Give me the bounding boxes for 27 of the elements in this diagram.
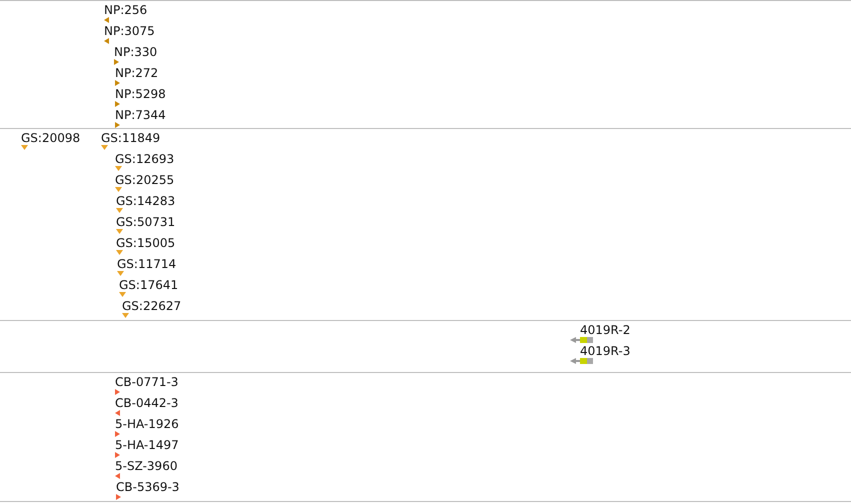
feature-label: 5-SZ-3960: [115, 459, 178, 473]
feature-label: GS:12693: [115, 152, 174, 166]
track-panel: [0, 372, 851, 502]
feature-label: NP:7344: [115, 108, 166, 122]
feature-label: GS:11714: [117, 257, 176, 271]
feature-label: CB-0442-3: [115, 396, 178, 410]
feature-label: GS:17641: [119, 278, 178, 292]
feature-label: GS:14283: [116, 194, 176, 208]
feature-label: CB-5369-3: [116, 480, 180, 494]
feature-label: NP:256: [104, 3, 148, 17]
feature-label: GS:22627: [122, 299, 182, 313]
feature-label: GS:15005: [116, 236, 176, 250]
feature-label: GS:20098: [21, 131, 80, 145]
track-panel: [0, 320, 851, 366]
feature-label: NP:330: [114, 45, 158, 59]
feature-label: NP:272: [115, 66, 158, 80]
feature-label: GS:20255: [115, 173, 174, 187]
track-panel: [0, 0, 851, 129]
feature-label: 5-HA-1497: [115, 438, 179, 452]
feature-label: CB-0771-3: [115, 375, 178, 389]
feature-label: GS:50731: [116, 215, 176, 229]
feature-label: GS:11849: [101, 131, 160, 145]
feature-label: 4019R-3: [580, 344, 630, 358]
feature-label: NP:5298: [115, 87, 166, 101]
feature-label: 4019R-2: [580, 323, 630, 337]
feature-label: 5-HA-1926: [115, 417, 179, 431]
feature-label: NP:3075: [104, 24, 155, 38]
